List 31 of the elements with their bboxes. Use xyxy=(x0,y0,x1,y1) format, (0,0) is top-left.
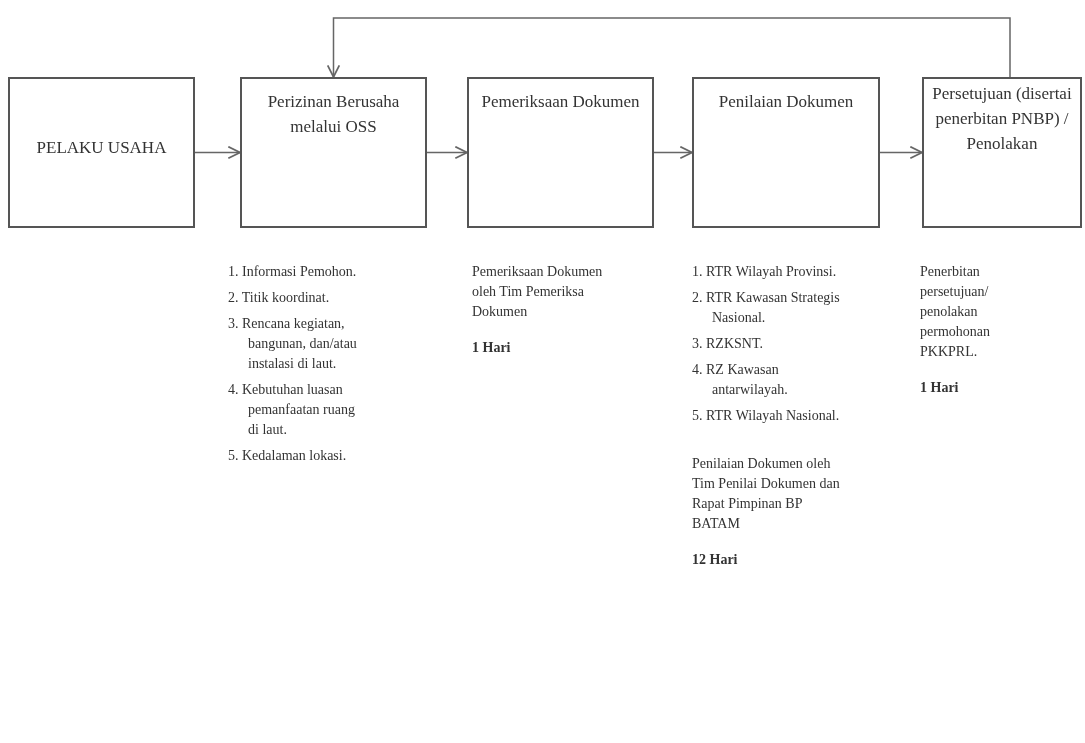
process-box xyxy=(8,77,195,228)
process-box xyxy=(692,77,880,228)
box-title: Penilaian Dokumen xyxy=(718,91,854,113)
duration-text: 1 Hari xyxy=(920,379,960,397)
list-item: 3. RZKSNT. xyxy=(692,335,764,353)
note-text: Penilaian Dokumen oleh Tim Penilai Dokumen dan Rapat Pimpinan BP BATAM xyxy=(692,455,841,533)
list-item: 5. RTR Wilayah Nasional. xyxy=(692,407,841,425)
arrow xyxy=(194,145,241,160)
arrow xyxy=(653,145,693,160)
duration-text: 12 Hari xyxy=(692,551,739,569)
box-title: Persetujuan (disertai penerbitan PNBP) / Penolakan xyxy=(931,83,1073,155)
box-title: Perizinan Berusaha melalui OSS xyxy=(266,91,401,138)
list-item: 5. Kedalaman lokasi. xyxy=(228,447,348,465)
arrow xyxy=(426,145,468,160)
list-item: 2. Titik koordinat. xyxy=(228,289,331,307)
box-title: PELAKU USAHA xyxy=(36,137,167,159)
process-box xyxy=(240,77,427,228)
list-item: 4. RZ Kawasan antarwilayah. xyxy=(692,361,789,399)
box-title: Pemeriksaan Dokumen xyxy=(481,91,640,113)
process-box xyxy=(922,77,1082,228)
note-text: Penerbitan persetujuan/ penolakan permohonan PKKPRL. xyxy=(920,263,991,361)
list-item: 3. Rencana kegiatan, bangunan, dan/atau instalasi di laut. xyxy=(228,315,358,373)
list-item: 2. RTR Kawasan Strategis Nasional. xyxy=(692,289,841,327)
list-item: 1. Informasi Pemohon. xyxy=(228,263,358,281)
duration-text: 1 Hari xyxy=(472,339,512,357)
arrow xyxy=(879,145,923,160)
list-item: 1. RTR Wilayah Provinsi. xyxy=(692,263,838,281)
note-text: Pemeriksaan Dokumen oleh Tim Pemeriksa Dokumen xyxy=(472,263,604,321)
arrow xyxy=(326,17,1011,78)
list-item: 4. Kebutuhan luasan pemanfaatan ruang di laut. xyxy=(228,381,356,439)
process-box xyxy=(467,77,654,228)
